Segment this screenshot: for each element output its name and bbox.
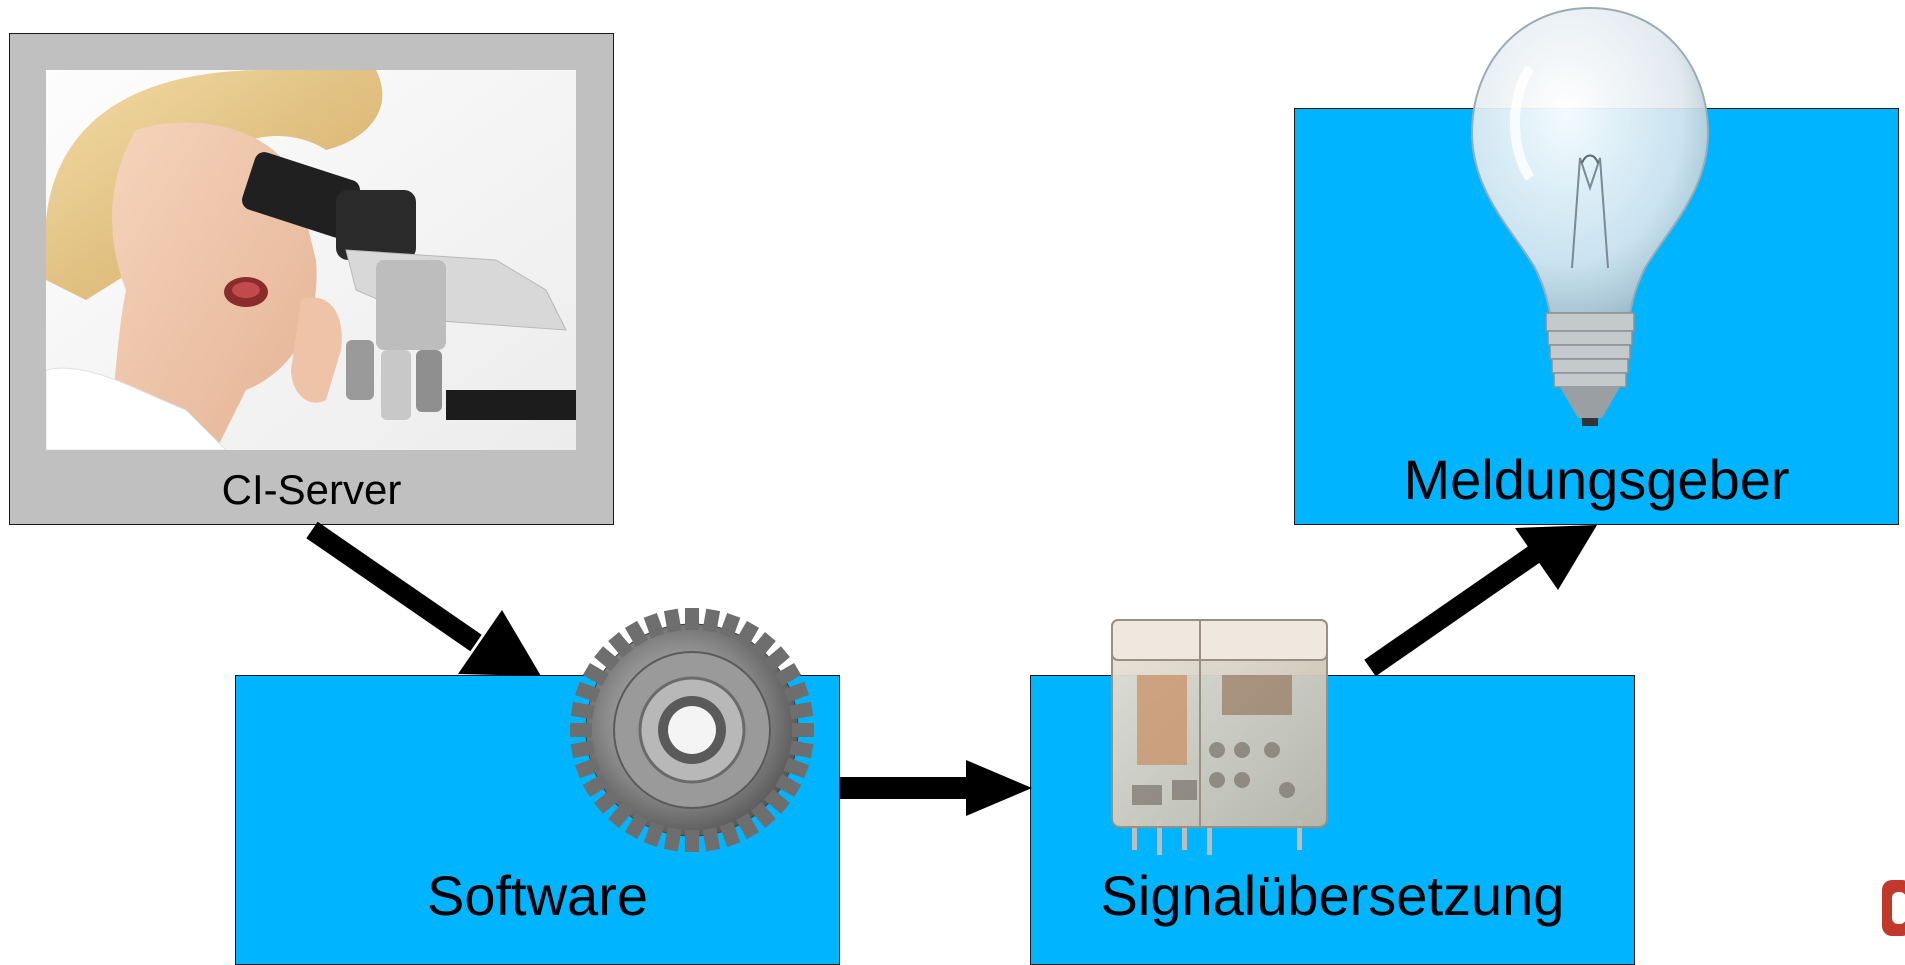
notifier-label: Meldungsgeber bbox=[1403, 448, 1790, 511]
arrow-ci-to-software bbox=[306, 521, 541, 676]
diagram-overlay bbox=[306, 6, 1905, 936]
arrow-software-to-signal bbox=[840, 760, 1032, 816]
arrow-signal-to-notifier bbox=[1364, 525, 1597, 677]
logo-fragment bbox=[1882, 880, 1905, 936]
signal-translation-label: Signalübersetzung bbox=[1100, 864, 1565, 927]
ci-server-label: CI-Server bbox=[221, 466, 402, 513]
software-label: Software bbox=[427, 864, 648, 927]
gear-icon bbox=[570, 608, 814, 852]
ci-server-box: CI-Server bbox=[9, 33, 614, 525]
scientist-microscope-photo bbox=[46, 70, 576, 450]
relay-icon bbox=[1111, 619, 1328, 855]
lightbulb-icon bbox=[1470, 6, 1710, 426]
